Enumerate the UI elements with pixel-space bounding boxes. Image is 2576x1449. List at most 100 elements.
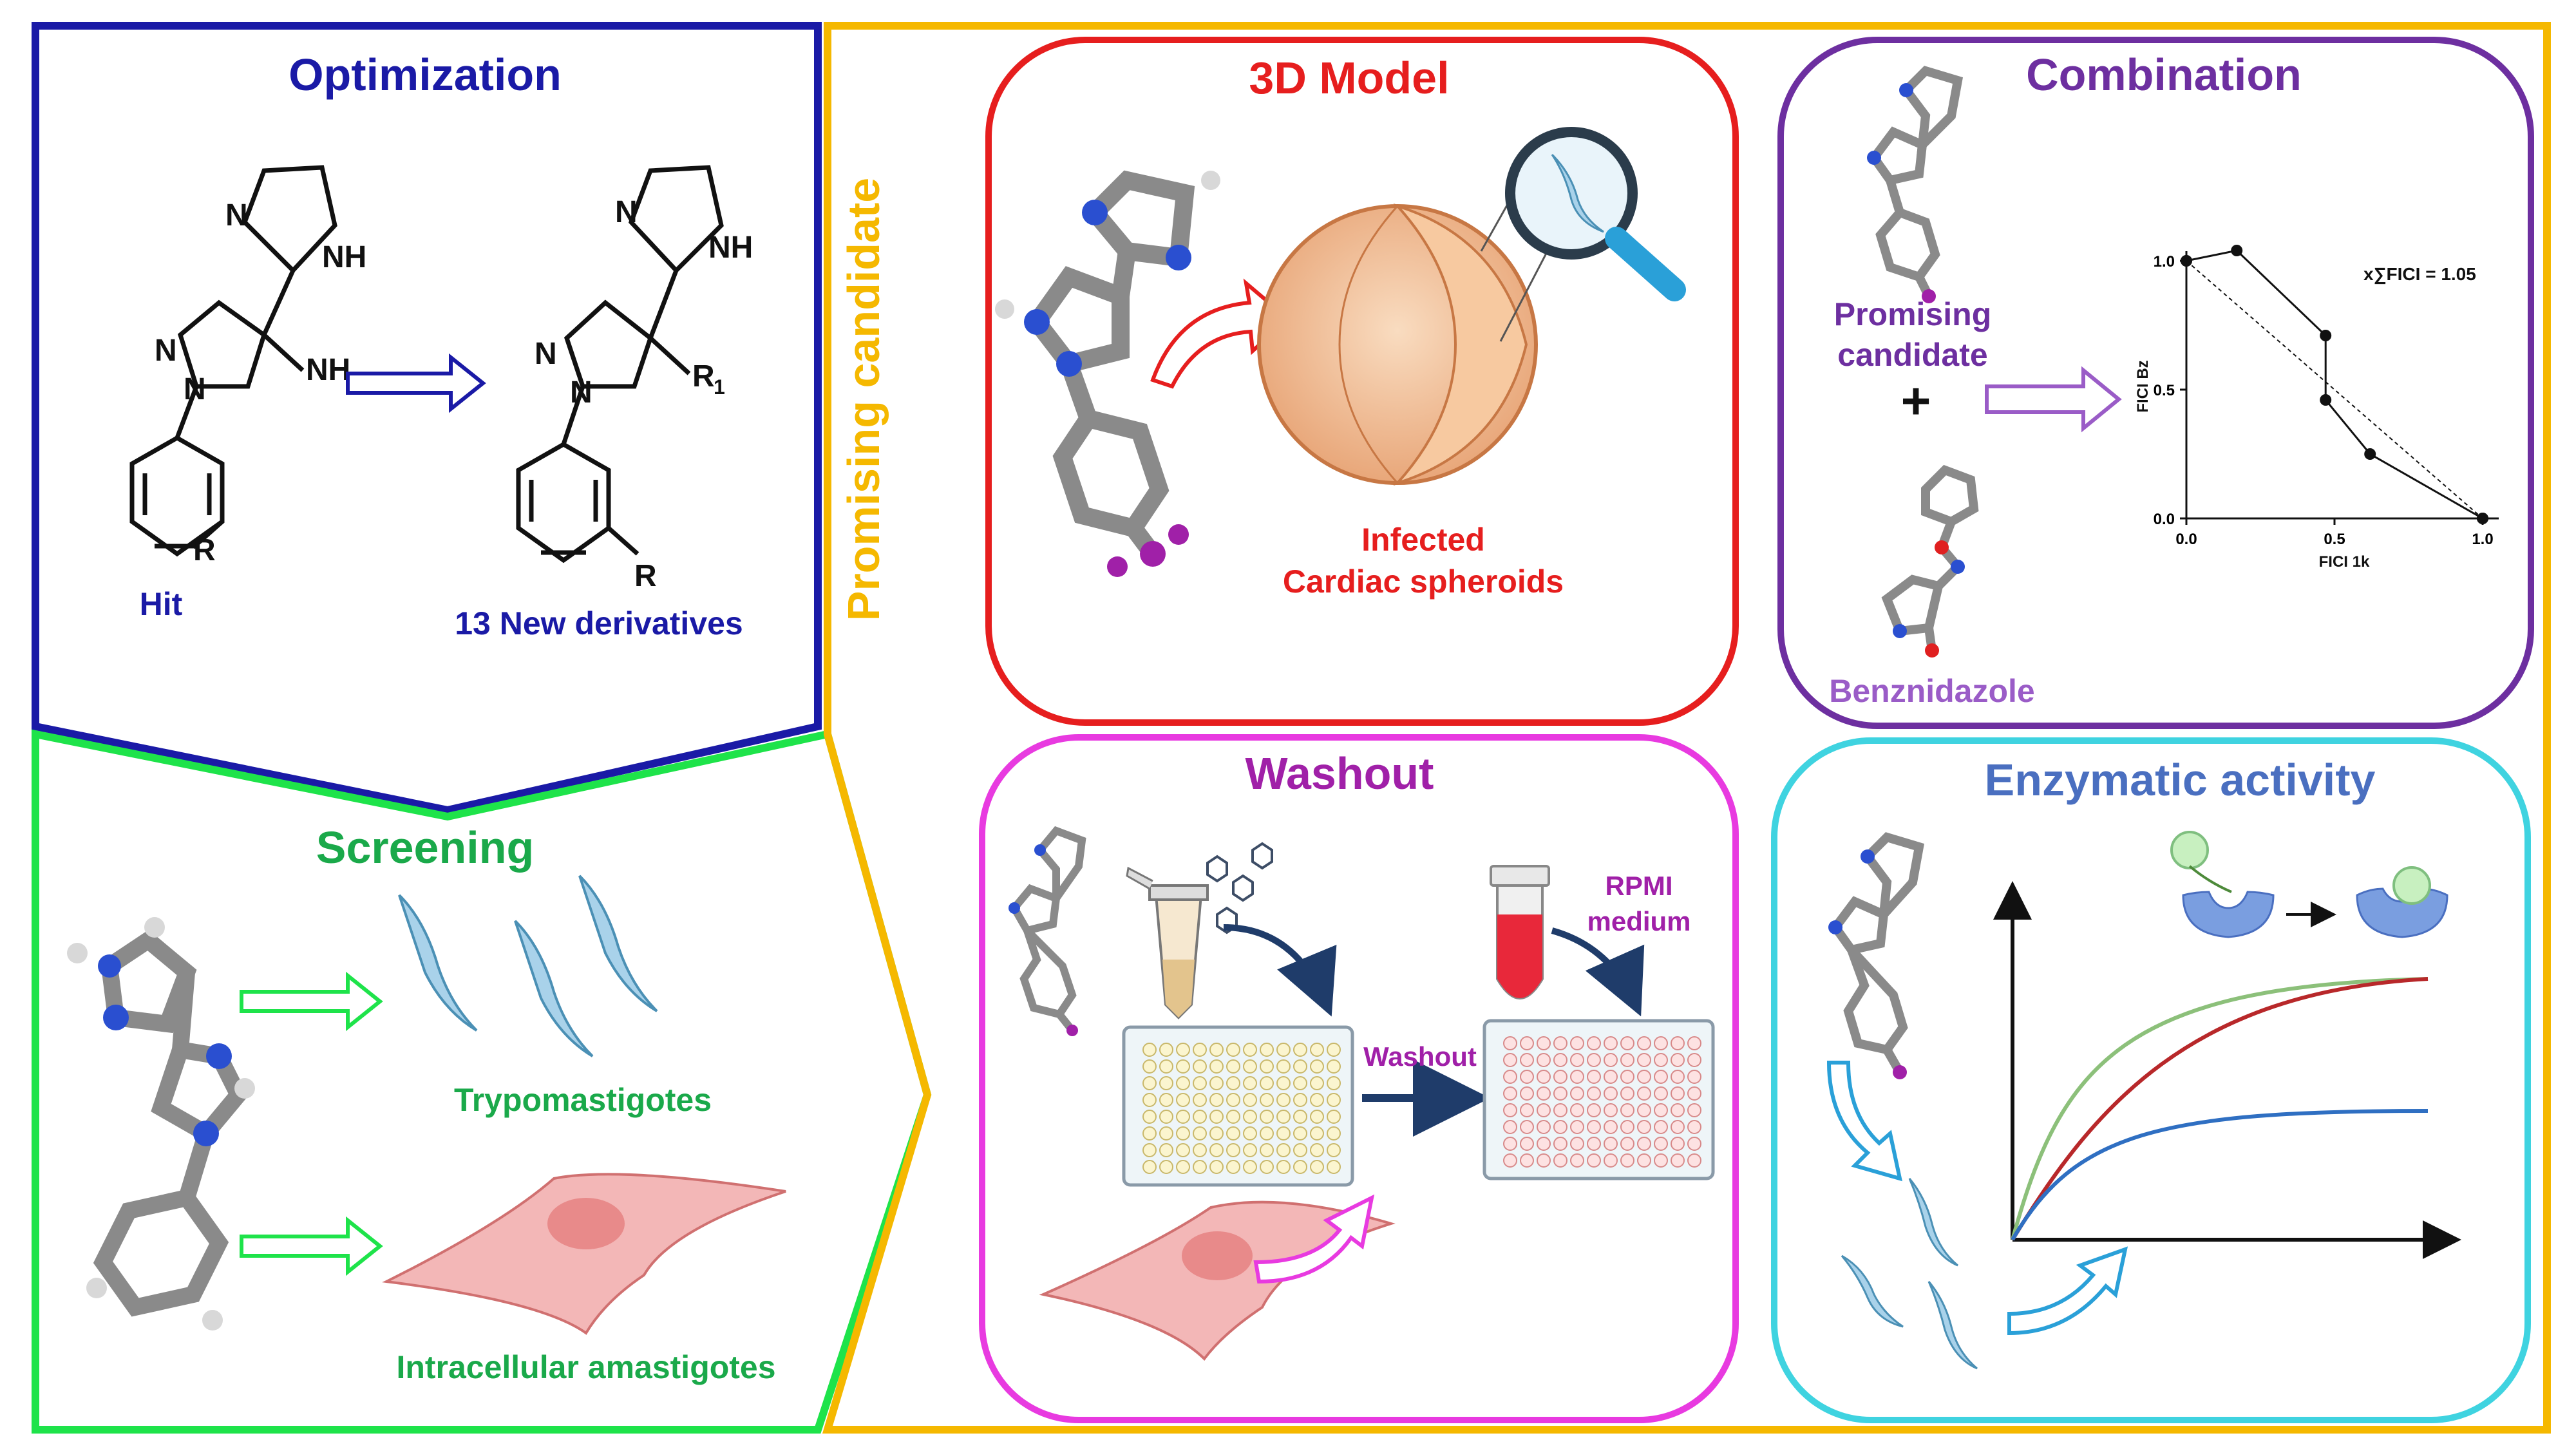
plate-well [1327,1110,1341,1124]
trypomastigote-icons [398,875,658,1057]
plate-well [1193,1043,1207,1057]
kinetics-curve-red [2011,977,2429,1241]
plate-well [1226,1093,1240,1107]
plate-well [1226,1043,1240,1057]
plate-well [1687,1137,1701,1151]
optimization-panel: Optimization N N N NH NH 2 R Hit [32,22,822,815]
iso-xlabel: FICI 1k [2319,553,2370,571]
combination-candidate-molecule [1867,66,1964,303]
plate-well [1226,1143,1240,1157]
candidate-frame: Promising candidate [822,22,2551,1434]
iso-ylabel: FICI Bz [2134,360,2152,412]
plate-well [1620,1036,1634,1050]
plate-well [1327,1126,1341,1141]
hit-atom-N2: N [184,372,206,406]
plate-well [1142,1076,1157,1090]
plate-well [1654,1070,1668,1084]
plate-well [1671,1153,1685,1168]
plate-well [1276,1043,1291,1057]
iso-y-tick-label: 1.0 [2154,253,2175,270]
iso-data-point [2181,255,2192,267]
plate-well [1604,1153,1618,1168]
plate-well [1226,1076,1240,1090]
deriv-atom-R: R [634,559,657,593]
deriv-atom-N1: N [535,337,557,371]
plate-well [1142,1043,1157,1057]
plate-well [1159,1076,1173,1090]
plate-well [1637,1120,1651,1134]
plate-well [1553,1153,1567,1168]
plate-well [1671,1137,1685,1151]
plate-well [1159,1143,1173,1157]
plate-well [1176,1160,1190,1174]
plate-well [1193,1059,1207,1074]
plate-well [1671,1103,1685,1117]
iso-data-point [2320,330,2332,341]
benznidazole-molecule [1881,464,1979,658]
plate-well [1587,1070,1601,1084]
plate-well [1176,1059,1190,1074]
plate-well [1587,1137,1601,1151]
plate-well [1159,1110,1173,1124]
plate-well [1687,1053,1701,1067]
plate-well [1209,1059,1224,1074]
plate-well [1327,1059,1341,1074]
plate-well [1587,1103,1601,1117]
plate-well [1276,1143,1291,1157]
plate-well [1176,1110,1190,1124]
plate-well [1243,1110,1257,1124]
iso-data-point [2477,513,2488,524]
medium-label-line2: medium [1587,906,1690,936]
screening-arrow-bottom [240,1216,383,1276]
plate-well [1620,1086,1634,1101]
plate-well [1159,1126,1173,1141]
hit-structure [129,165,337,557]
plate-well [1637,1070,1651,1084]
plate-well [1243,1043,1257,1057]
plate-well [1193,1126,1207,1141]
plate-well [1260,1093,1274,1107]
plate-well [1671,1053,1685,1067]
plate-well [1654,1137,1668,1151]
optimization-title: Optimization [289,50,562,100]
plate-well [1193,1143,1207,1157]
plate-well [1176,1043,1190,1057]
plate-well [1604,1086,1618,1101]
iso-x-tick-label: 1.0 [2472,531,2493,548]
plate-well [1520,1103,1534,1117]
plate-well [1637,1137,1651,1151]
plate-well [1520,1120,1534,1134]
plate-well [1687,1153,1701,1168]
candidate-label-line2: candidate [1837,337,1987,373]
plate-well [1142,1093,1157,1107]
model3d-molecule [995,170,1220,577]
plate-well [1327,1093,1341,1107]
plate-well [1159,1043,1173,1057]
plate-well [1503,1120,1517,1134]
plate-well [1293,1126,1307,1141]
iso-data-point [2231,245,2243,256]
plate-well [1520,1053,1534,1067]
plate-well [1570,1103,1584,1117]
plate-well [1276,1126,1291,1141]
plate-well [1587,1053,1601,1067]
combination-arrow [1985,366,2122,433]
plate-well [1503,1036,1517,1050]
plate-well [1671,1120,1685,1134]
plate-well [1142,1160,1157,1174]
plate-well [1687,1103,1701,1117]
plate-well [1654,1086,1668,1101]
plate-well [1570,1153,1584,1168]
plate-well [1293,1160,1307,1174]
plate-well [1570,1070,1584,1084]
hit-atom-NH2: NH [306,353,350,387]
plate-well [1620,1153,1634,1168]
plate-well [1310,1059,1324,1074]
plate-well [1260,1043,1274,1057]
plate-well [1553,1103,1567,1117]
plate-well [1260,1110,1274,1124]
plate-well [1604,1103,1618,1117]
plate-well [1142,1126,1157,1141]
deriv-atom-N2: N [570,375,592,410]
plate-well [1293,1059,1307,1074]
